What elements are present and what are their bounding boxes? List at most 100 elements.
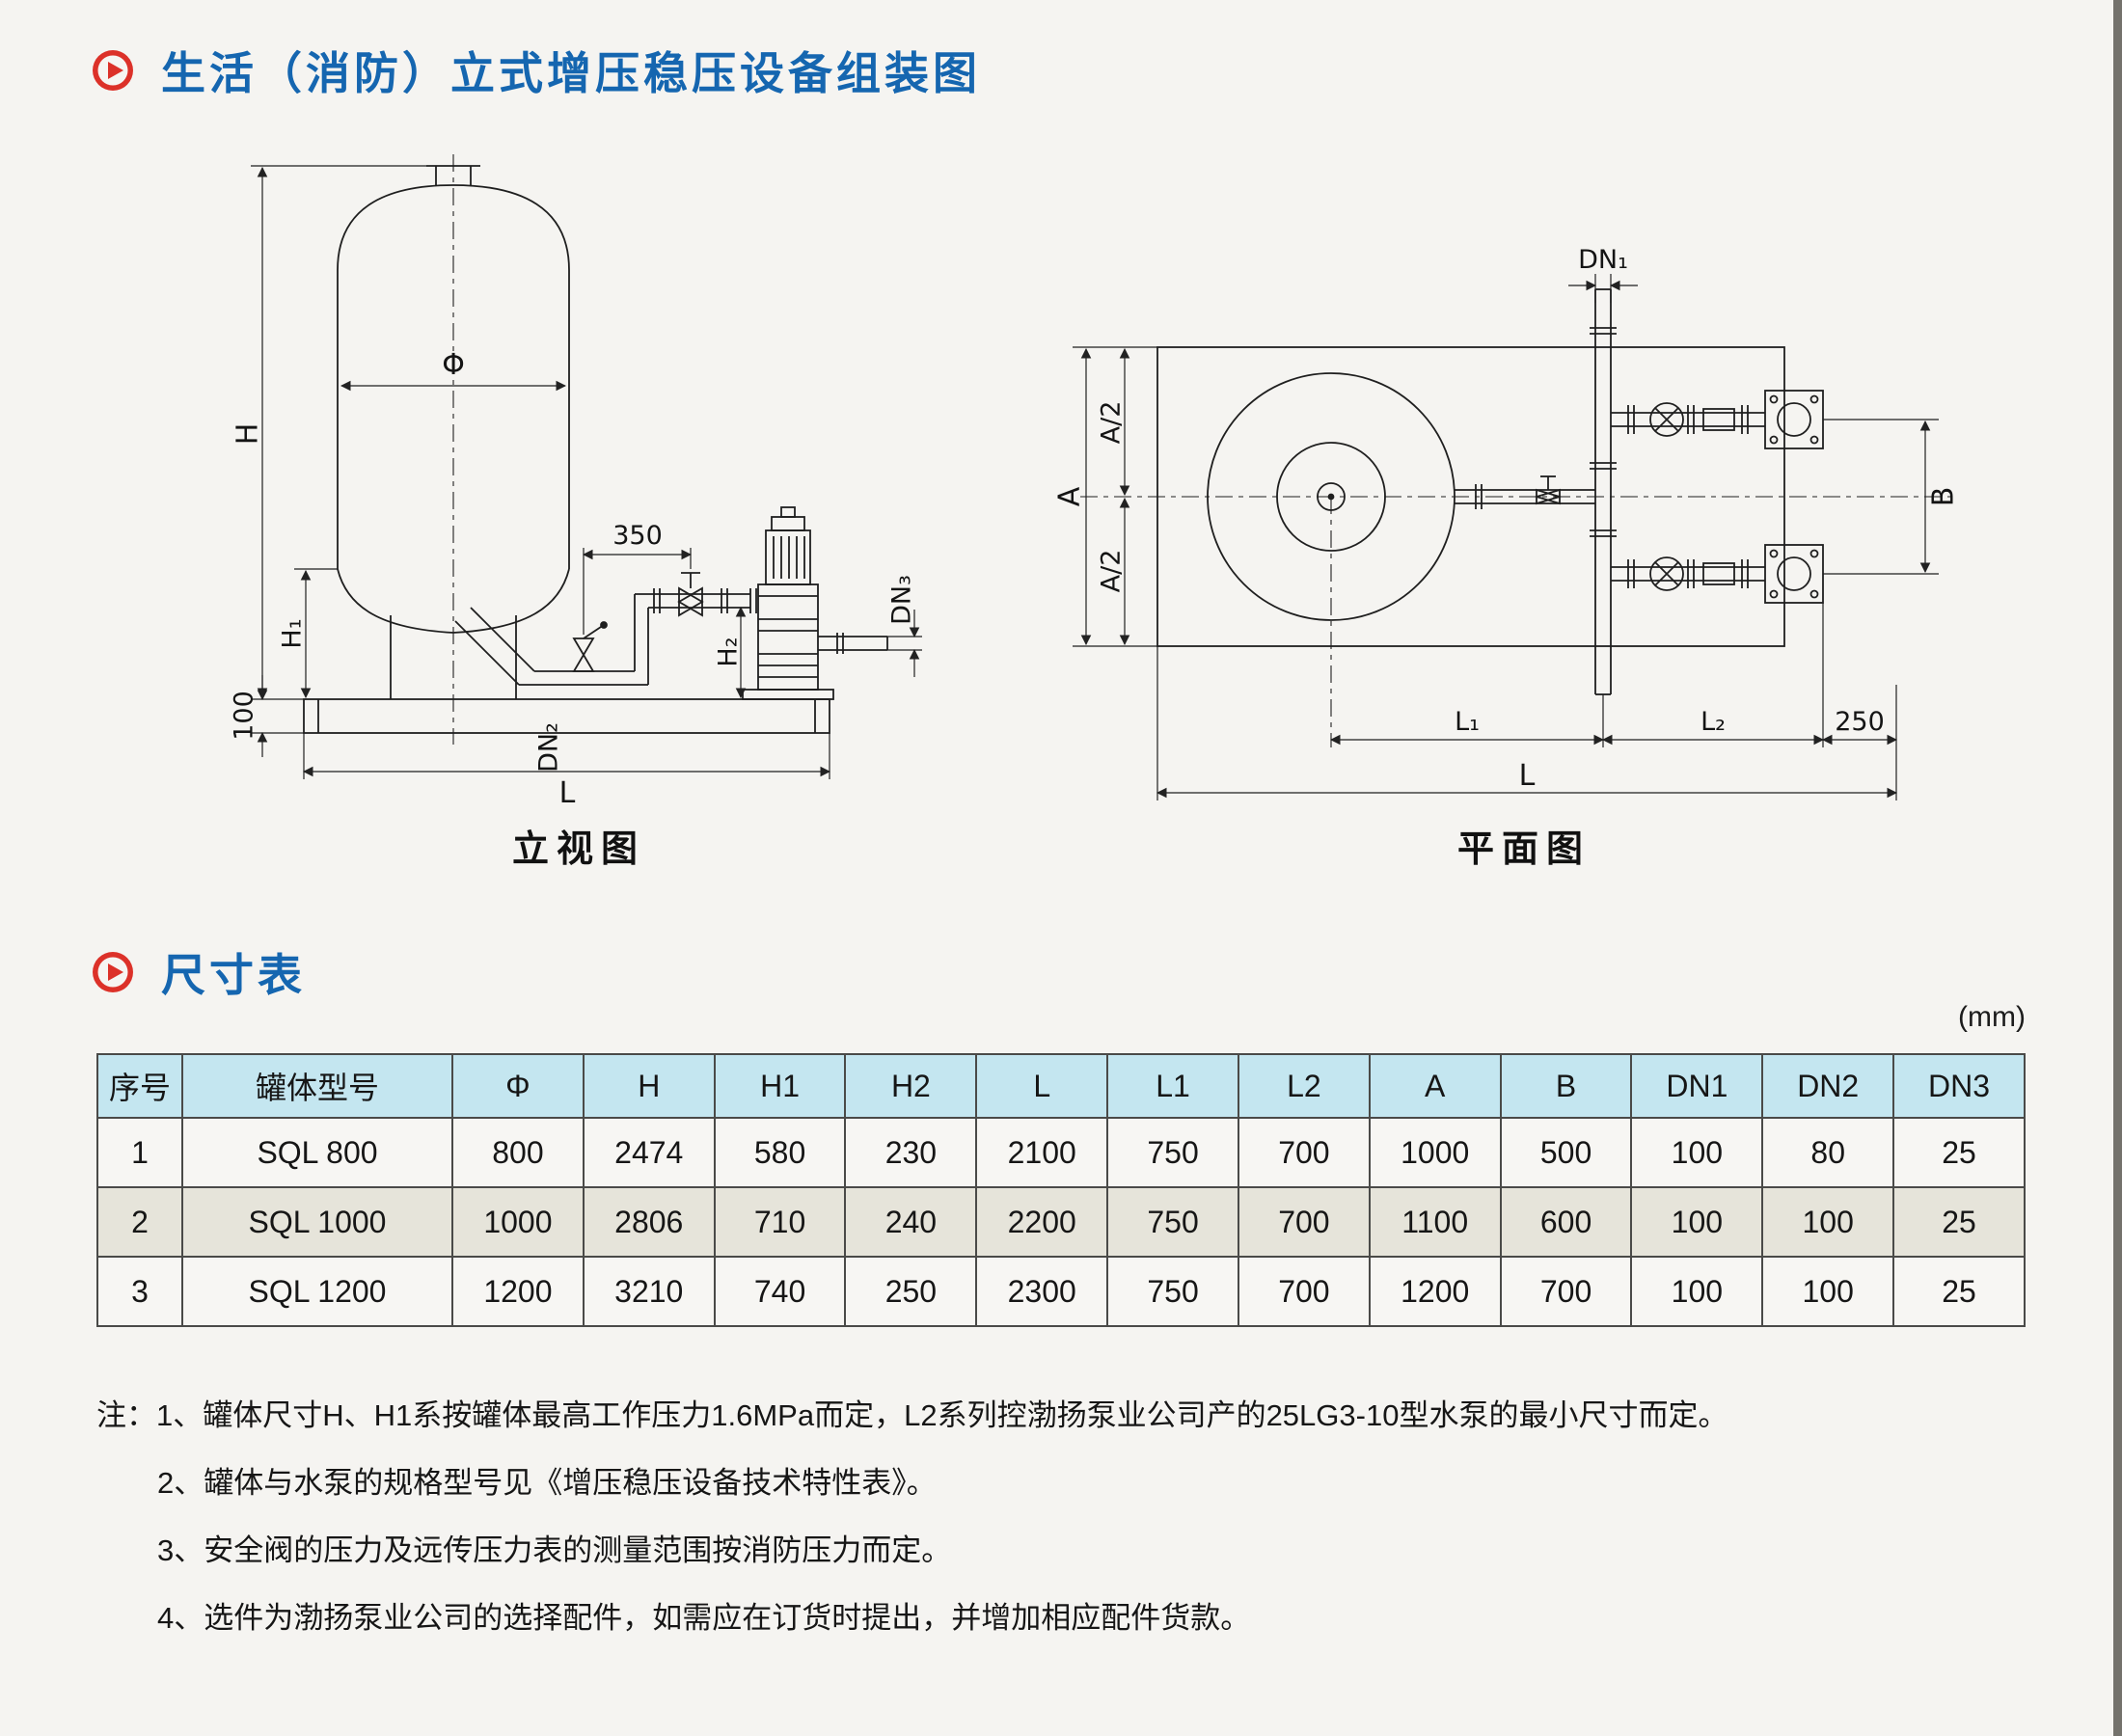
column-header: 序号	[96, 1053, 183, 1119]
dim-label-l: L	[1519, 759, 1536, 793]
table-row: 3 SQL 1200 1200 3210 740 250 2300 750 70…	[96, 1256, 2026, 1327]
table-cell: 25	[1892, 1186, 2026, 1258]
dim-label-a: A	[1053, 486, 1087, 506]
column-header: 罐体型号	[181, 1053, 453, 1119]
outlet-flange-bottom	[1764, 544, 1824, 604]
table-cell: 800	[451, 1117, 585, 1188]
scan-edge-artifact	[2113, 0, 2122, 1736]
table-cell: 700	[1499, 1256, 1633, 1327]
note-line: 2、罐体与水泵的规格型号见《增压稳压设备技术特性表》。	[157, 1466, 937, 1500]
table-cell: 2474	[582, 1117, 716, 1188]
plan-diagram: DN₁ A A/2 A/2 B L₁ L₂ 250 L 平面图	[1003, 145, 2045, 872]
note-text: 1、罐体尺寸H、H1系按罐体最高工作压力1.6MPa而定，L2系列控渤扬泵业公司…	[156, 1398, 1728, 1432]
table-cell: SQL 800	[181, 1117, 453, 1188]
table-cell: 1000	[451, 1186, 585, 1258]
tank	[337, 165, 570, 699]
table-cell: 700	[1237, 1256, 1371, 1327]
section-marker-icon	[93, 952, 133, 992]
dim-label-l1: L₁	[1455, 707, 1480, 737]
table-header-row: 序号 罐体型号 Φ H H1 H2 L L1 L2 A B DN1 DN2 DN…	[96, 1053, 2026, 1119]
dim-label-h1: H₁	[278, 618, 308, 648]
note-line: 3、安全阀的压力及远传压力表的测量范围按消防压力而定。	[157, 1533, 952, 1567]
table-cell: 230	[844, 1117, 978, 1188]
column-header: B	[1499, 1053, 1633, 1119]
page-header: 生活（消防）立式增压稳压设备组装图	[92, 39, 981, 102]
pipe-run-top	[1611, 402, 1765, 437]
table-cell: 750	[1106, 1186, 1239, 1258]
table-cell: 1	[96, 1117, 183, 1188]
column-header: DN2	[1761, 1053, 1895, 1119]
table-cell: 100	[1761, 1256, 1895, 1327]
elevation-caption: 立视图	[511, 829, 645, 870]
table-cell: 240	[844, 1186, 978, 1258]
table-row: 1 SQL 800 800 2474 580 230 2100 750 700 …	[96, 1117, 2026, 1188]
dim-label-h2: H₂	[714, 637, 744, 666]
table-row: 2 SQL 1000 1000 2806 710 240 2200 750 70…	[96, 1186, 2026, 1258]
page-title: 生活（消防）立式增压稳压设备组装图	[161, 48, 981, 98]
section-marker-icon	[93, 50, 133, 91]
dim-label-l2: L₂	[1700, 707, 1726, 737]
column-header: H1	[713, 1053, 847, 1119]
column-header: DN3	[1892, 1053, 2026, 1119]
notes: 注：1、罐体尺寸H、H1系按罐体最高工作压力1.6MPa而定，L2系列控渤扬泵业…	[96, 1391, 1728, 1661]
table-cell: 700	[1237, 1117, 1371, 1188]
unit-note: (mm)	[1958, 1001, 2026, 1033]
table-cell: 1200	[451, 1256, 585, 1327]
dim-label-250: 250	[1835, 707, 1885, 737]
table-cell: 2200	[975, 1186, 1109, 1258]
note-line: 4、选件为渤扬泵业公司的选择配件，如需应在订货时提出，并增加相应配件货款。	[157, 1601, 1251, 1635]
table-cell: 2300	[975, 1256, 1109, 1327]
dim-label-100: 100	[230, 691, 259, 741]
table-cell: 3210	[582, 1256, 716, 1327]
dim-label-b: B	[1927, 487, 1961, 507]
column-header: A	[1368, 1053, 1502, 1119]
table-cell: 750	[1106, 1256, 1239, 1327]
dim-label-l: L	[559, 776, 576, 810]
table-section-title: 尺寸表	[161, 950, 306, 1000]
dimension-labels: Φ H H₁ 100 350 H₂ DN₃ DN₂ L	[230, 348, 917, 810]
pipe-run-bottom	[1611, 556, 1765, 591]
table-cell: 3	[96, 1256, 183, 1327]
manifold-pipe	[1590, 288, 1617, 695]
table-cell: 100	[1761, 1186, 1895, 1258]
table-cell: 25	[1892, 1256, 2026, 1327]
safety-valve	[572, 621, 608, 672]
elevation-diagram: Φ H H₁ 100 350 H₂ DN₃ DN₂ L 立视图	[145, 145, 1013, 872]
dim-label-a2-bottom: A/2	[1097, 550, 1127, 593]
dim-label-dn1: DN₁	[1578, 245, 1628, 275]
table-cell: 25	[1892, 1117, 2026, 1188]
table-cell: 2806	[582, 1186, 716, 1258]
table-cell: 1100	[1368, 1186, 1502, 1258]
base-plate	[303, 698, 830, 734]
table-cell: 1000	[1368, 1117, 1502, 1188]
dim-label-h: H	[231, 423, 265, 446]
outlet-flange-top	[1764, 390, 1824, 449]
table-cell: 1200	[1368, 1256, 1502, 1327]
column-header: DN1	[1630, 1053, 1764, 1119]
column-header: L2	[1237, 1053, 1371, 1119]
table-cell: 580	[713, 1117, 847, 1188]
table-cell: 100	[1630, 1256, 1764, 1327]
table-cell: 2	[96, 1186, 183, 1258]
elevation-drawing: Φ H H₁ 100 350 H₂ DN₃ DN₂ L	[230, 154, 922, 810]
dimension-lines	[1073, 274, 1939, 800]
plan-caption: 平面图	[1456, 829, 1591, 870]
table-cell: 100	[1630, 1186, 1764, 1258]
column-header: Φ	[451, 1053, 585, 1119]
table-cell: 100	[1630, 1117, 1764, 1188]
table-cell: 710	[713, 1186, 847, 1258]
tank-connector-pipe	[1455, 475, 1595, 509]
table-cell: SQL 1200	[181, 1256, 453, 1327]
table-cell: SQL 1000	[181, 1186, 453, 1258]
dim-label-350: 350	[612, 521, 663, 551]
table-cell: 2100	[975, 1117, 1109, 1188]
plan-drawing: DN₁ A A/2 A/2 B L₁ L₂ 250 L	[1053, 245, 1961, 800]
piping	[454, 572, 750, 686]
table-cell: 600	[1499, 1186, 1633, 1258]
dim-label-dn3: DN₃	[887, 575, 917, 625]
table-cell: 740	[713, 1256, 847, 1327]
note-line: 注：1、罐体尺寸H、H1系按罐体最高工作压力1.6MPa而定，L2系列控渤扬泵业…	[96, 1391, 1728, 1434]
notes-prefix: 注：	[96, 1398, 156, 1432]
table-cell: 250	[844, 1256, 978, 1327]
